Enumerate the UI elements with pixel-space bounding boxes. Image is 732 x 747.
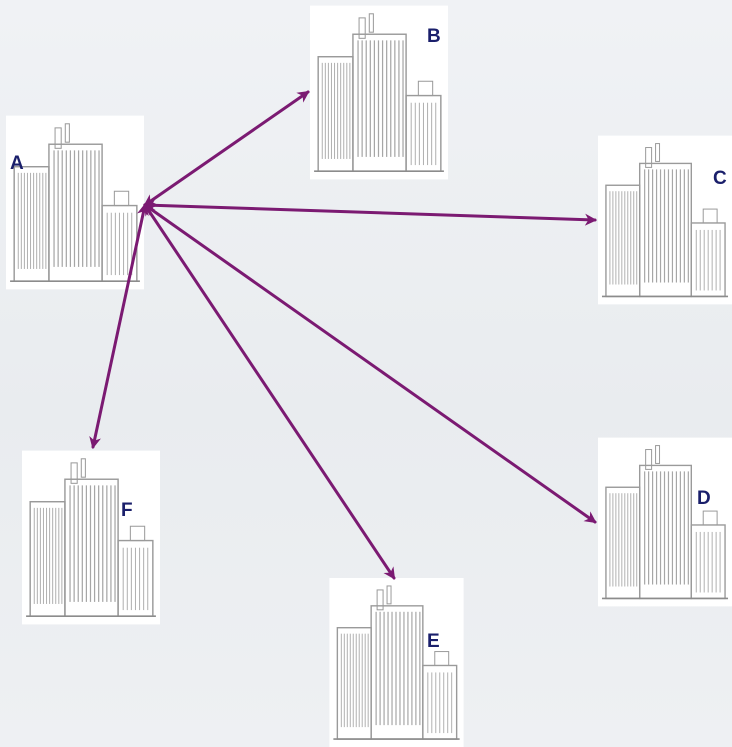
node-label-f: F [121, 500, 133, 521]
building-icon-e [328, 578, 465, 747]
building-icon-f [22, 450, 160, 625]
building-icon-d [598, 437, 732, 607]
edge-a-f [89, 203, 149, 449]
edge-a-e [143, 203, 396, 580]
node-label-a: A [10, 153, 24, 174]
building-icon-c [598, 135, 732, 305]
node-label-d: D [697, 488, 711, 509]
node-label-b: B [427, 26, 441, 47]
edge-a-d [143, 203, 597, 524]
edge-a-c [143, 199, 597, 226]
building-icon-a [6, 115, 144, 290]
edge-a-b [143, 90, 310, 207]
node-label-e: E [427, 631, 440, 652]
node-label-c: C [713, 168, 727, 189]
